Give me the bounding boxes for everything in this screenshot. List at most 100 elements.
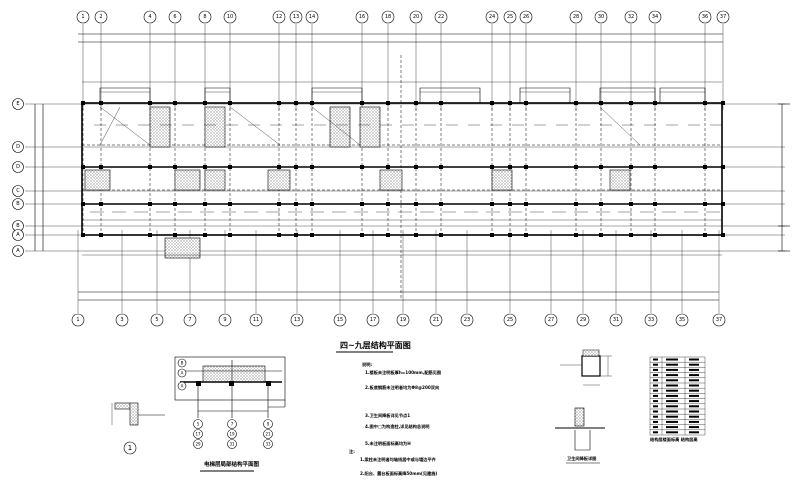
table-cell-mark [689,431,699,434]
column [148,233,152,237]
column [173,202,177,206]
axis-bubble [289,10,303,24]
axis-bubble [272,10,286,24]
axis-bubble [183,313,197,327]
axis-label: 9 [223,317,226,323]
axis-bubble [485,10,499,24]
axis-label: 7 [231,422,234,427]
column [203,165,207,169]
axis-bubble [223,10,237,24]
table-cell-mark [653,389,658,392]
table-cell-mark [653,410,658,413]
axis-bubble [594,10,608,24]
axis-bubble [12,161,24,173]
note-line: 4.图中□为构造柱,详见结构总说明 [365,423,430,430]
column [228,233,232,237]
axis-label: 21 [265,432,271,437]
axis-label: 16 [359,14,365,20]
note-line: 1.楼板未注明板厚h=100mm,配筋见图 [365,369,441,376]
column [310,165,314,169]
axis-label: C [16,188,20,194]
axis-bubble [76,10,90,24]
column [294,202,298,206]
column [414,202,418,206]
column [228,165,232,169]
hatched-slab [609,169,631,191]
axis-bubble [198,10,212,24]
table-cell-mark [666,363,678,366]
table-cell-mark [689,363,699,366]
table-cell-mark [653,379,658,382]
axis-label: 13 [293,14,299,20]
table-cell-mark [666,431,678,434]
table-cell-mark [653,426,658,429]
column [148,202,152,206]
column [599,101,603,105]
note-line: 2.板底钢筋未注明者均为Φ8@200双向 [365,384,439,391]
table-cell-mark [666,384,678,387]
column [173,165,177,169]
note-line: 3.卫生间降板详见节点1 [365,412,410,419]
table-cell-mark [689,368,699,371]
remark-line: 1.梁柱未注明者均轴线居中或与墙边平齐 [360,456,437,463]
column [439,202,443,206]
axis-bubble [712,313,726,327]
table-cell-mark [689,389,699,392]
axis-label: 33 [265,442,271,447]
column [574,101,578,105]
axis-bubble [263,419,273,429]
column [703,233,707,237]
axis-bubble [12,141,24,153]
axis-label: 5 [155,317,158,323]
column [360,202,364,206]
axis-label: 13 [294,317,300,323]
table-cell-mark [689,420,699,423]
note-line: 5.未注明板面标高均为H [365,440,411,447]
column [414,233,418,237]
axis-bubble [193,429,203,439]
table-cell-mark [689,410,699,413]
column [81,233,85,237]
column [277,202,281,206]
balcony-outline [99,87,151,103]
column [524,233,528,237]
column [703,165,707,169]
balcony-outline [204,87,231,103]
column [629,233,633,237]
table-cell-mark [666,368,678,371]
hatched-slab [149,106,171,148]
axis-bubble [609,313,623,327]
table-cell-mark [689,358,699,361]
axis-bubble [434,10,448,24]
table-cell-mark [689,394,699,397]
axis-label: 12 [276,14,282,20]
hatched-slab [84,169,111,191]
section-detail-title: 卫生间降板详图 [567,455,596,462]
axis-label: 29 [580,317,586,323]
axis-label: 37 [716,317,722,323]
column [508,101,512,105]
column [81,165,85,169]
axis-label: 28 [573,14,579,20]
axis-label: 27 [548,317,554,323]
axis-label: A [181,384,184,389]
axis-bubble [624,10,638,24]
table-cell-mark [653,405,658,408]
detail-bubble [123,441,137,455]
axis-label: 20 [413,14,419,20]
axis-bubble [177,368,187,378]
floor-plan-walls [81,81,725,259]
axis-label: 3 [120,317,123,323]
table-cell-mark [689,405,699,408]
axis-label: 4 [148,14,151,20]
balcony-outline [599,87,656,103]
slab-diagonal [99,106,151,146]
exterior-wall [81,102,723,236]
column [490,165,494,169]
column [277,101,281,105]
axis-bubble [698,10,712,24]
axis-label: 31 [613,317,619,323]
column [439,101,443,105]
column [439,165,443,169]
column [294,233,298,237]
